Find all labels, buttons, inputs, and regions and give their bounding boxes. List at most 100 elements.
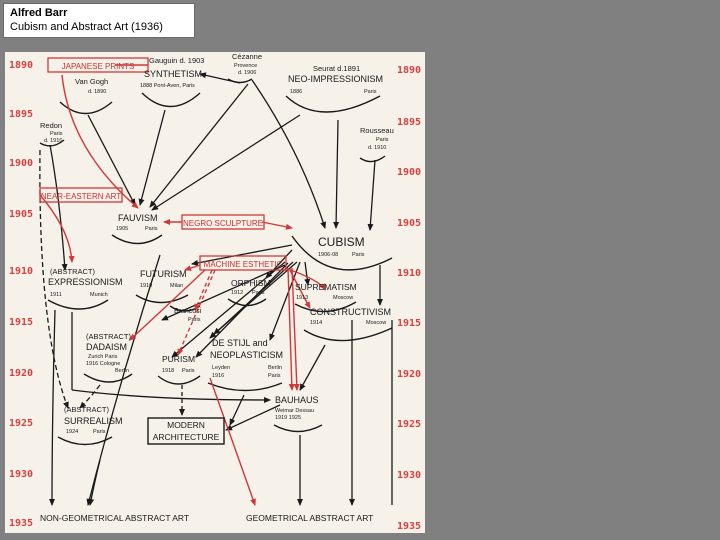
year-label: 1935 [9,518,34,529]
destijl-year: 1916 [212,373,224,379]
neo-place: Paris [364,89,377,95]
cubism-label: CUBISM [318,235,365,249]
node-labels: Gauguin d. 1903 SYNTHETISM 1888 Pont-Ave… [40,52,394,523]
year-label: 1905 [9,209,34,220]
seurat-label: Seurat d.1891 [313,64,360,73]
year-label: 1920 [9,368,34,379]
dadaism-label: DADAISM [86,342,127,352]
year-label: 1925 [9,418,34,429]
negro-sculpture-label: NEGRO SCULPTURE [183,219,263,228]
purism-place: Paris [182,368,195,374]
year-label: 1920 [397,369,422,380]
fauvism-year: 1905 [116,226,128,232]
geometrical-abstract-art-label: GEOMETRICAL ABSTRACT ART [246,513,373,523]
destijl-city-berlin: Berlin [268,365,282,371]
constructivism-place: Moscow [366,320,386,326]
brancusi-label: Brancusi [174,308,202,315]
purism-year: 1918 [162,368,174,374]
dadaism-year: 1916 Cologne [86,361,120,367]
modern-architecture-label-1: MODERN [167,420,205,430]
redon-place: Paris [50,131,63,137]
year-label: 1890 [9,60,34,71]
diagram-panel [5,52,425,533]
year-label: 1900 [397,167,422,178]
futurism-place: Milan [170,283,183,289]
rousseau-place: Paris [376,137,389,143]
gauguin-label: Gauguin d. 1903 [149,56,204,65]
futurism-year: 1910 [140,283,152,289]
constructivism-year: 1914 [310,320,322,326]
near-eastern-art-label: NEAR-EASTERN ART [41,192,121,201]
japanese-prints-label: JAPANESE PRINTS [62,62,135,71]
surrealism-place: Paris [93,429,106,435]
expressionism-prefix: (ABSTRACT) [50,267,96,276]
year-label: 1910 [9,266,34,277]
destijl-place: Leyden [212,365,230,371]
modern-architecture-label-2: ARCHITECTURE [153,432,220,442]
cezanne-death: d. 1906 [238,70,256,76]
neo-year: 1886 [290,89,302,95]
fauvism-place: Paris [145,226,158,232]
author-name: Alfred Barr [10,7,68,19]
neo-impressionism-label: NEO-IMPRESSIONISM [288,74,383,84]
year-label: 1935 [397,521,422,532]
dadaism-prefix: (ABSTRACT) [86,332,132,341]
van-gogh-death: d. 1890 [88,89,106,95]
year-label: 1895 [9,109,34,120]
year-label: 1930 [9,469,34,480]
red-box-labels: JAPANESE PRINTS NEAR-EASTERN ART NEGRO S… [39,57,287,271]
chart-title: Cubism and Abstract Art (1936) [10,21,163,33]
suprematism-place: Moscow [333,295,353,301]
futurism-label: FUTURISM [140,269,187,279]
redon-label: Redon [40,121,62,130]
redon-death: d. 1916 [44,138,62,144]
expressionism-year: 1911 [50,292,62,298]
influence-lines [49,72,393,506]
surrealism-label: SURREALISM [64,416,123,426]
red-influence-lines [39,64,326,506]
rousseau-label: Rousseau [360,126,394,135]
year-axis-right: 1890 1895 1900 1905 1910 1915 1920 1925 … [395,52,425,533]
year-axis-left: 1890 1895 1900 1905 1910 1915 1920 1925 … [5,52,35,533]
negro-sculpture-box [181,214,265,230]
dadaism-city3: Berlin [115,368,129,374]
orphism-label: ORPHISM [231,278,271,288]
brancusi-place: Paris [188,317,201,323]
synthetism-label: SYNTHETISM [144,69,202,79]
year-label: 1915 [9,317,34,328]
destijl-city-paris: Paris [268,373,281,379]
japanese-prints-box [47,57,149,73]
year-label: 1895 [397,117,422,128]
non-geometrical-abstract-art-label: NON-GEOMETRICAL ABSTRACT ART [40,513,189,523]
suprematism-year: 1913 [296,295,308,301]
orphism-year: 1912 [231,290,243,296]
year-label: 1905 [397,218,422,229]
fauvism-label: FAUVISM [118,213,158,223]
destijl-label: DE STIJL and [212,338,268,348]
year-label: 1915 [397,318,422,329]
surrealism-prefix: (ABSTRACT) [64,405,110,414]
year-label: 1890 [397,65,422,76]
cubism-year: 1906-08 [318,252,338,258]
cubism-place: Paris [352,252,365,258]
suprematism-label: SUPREMATISM [295,282,357,292]
modern-architecture-box [147,417,225,445]
surrealism-year: 1924 [66,429,78,435]
year-label: 1925 [397,419,422,430]
year-label: 1910 [397,268,422,279]
bauhaus-place: Weimar Dessau [275,408,314,414]
machine-esthetic-box [199,255,287,271]
year-label: 1930 [397,470,422,481]
synthetism-place: 1888 Pont-Aven, Paris [140,83,195,89]
orphism-place: Paris [252,290,265,296]
expressionism-place: Munich [90,292,108,298]
year-label: 1900 [9,158,34,169]
bauhaus-label: BAUHAUS [275,395,319,405]
bauhaus-years: 1919 1925 [275,415,301,421]
near-eastern-art-box [39,187,123,203]
cezanne-place: Provence [234,63,257,69]
purism-label: PURISM [162,354,195,364]
cezanne-label: Cézanne [232,52,262,61]
machine-esthetic-label: MACHINE ESTHETIC [204,260,283,269]
